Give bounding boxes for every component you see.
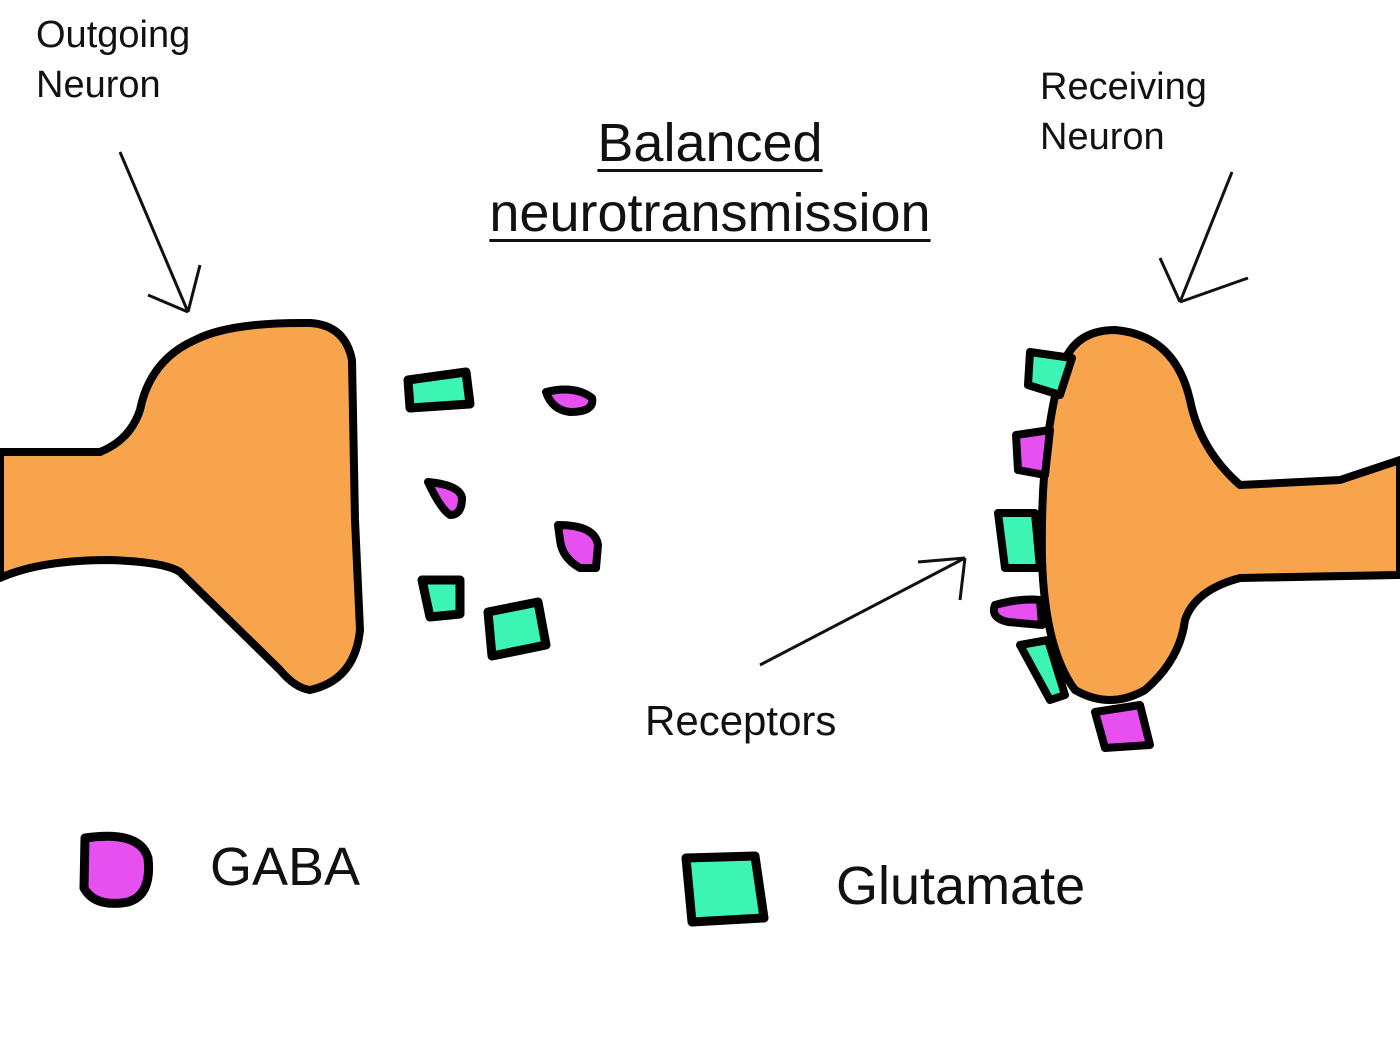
receiving-neuron-label-line2: Neuron <box>1040 116 1165 158</box>
legend-glutamate-label: Glutamate <box>836 856 1086 916</box>
legend-glutamate-swatch <box>681 851 769 927</box>
outgoing-arrow <box>118 151 202 314</box>
legend-gaba-label: GABA <box>210 837 361 897</box>
gaba-molecule <box>542 385 597 416</box>
glutamate-molecule <box>417 575 465 622</box>
gaba-receptor <box>989 595 1046 629</box>
outgoing-neuron <box>0 318 364 694</box>
gaba-molecule <box>554 521 602 572</box>
gaba-receptor <box>1091 701 1154 752</box>
outgoing-neuron-label-line2: Neuron <box>36 64 161 106</box>
glutamate-receptor <box>1024 348 1076 399</box>
glutamate-molecule <box>483 597 551 661</box>
title-line2: neurotransmission <box>489 183 931 243</box>
legend-gaba-swatch <box>79 831 154 908</box>
receiving-neuron <box>1037 326 1400 704</box>
receptors-label: Receptors <box>645 697 837 744</box>
title-line1: Balanced <box>597 113 823 173</box>
receiving-neuron-label-line1: Receiving <box>1040 66 1207 108</box>
glutamate-molecule <box>403 367 475 413</box>
receptors-arrow <box>759 556 967 667</box>
outgoing-neuron-label-line1: Outgoing <box>36 14 191 56</box>
glutamate-receptor <box>994 509 1044 572</box>
glutamate-receptor <box>1016 636 1069 704</box>
gaba-molecule <box>424 478 466 519</box>
receiving-arrow <box>1158 171 1249 304</box>
gaba-receptor <box>1012 426 1054 479</box>
